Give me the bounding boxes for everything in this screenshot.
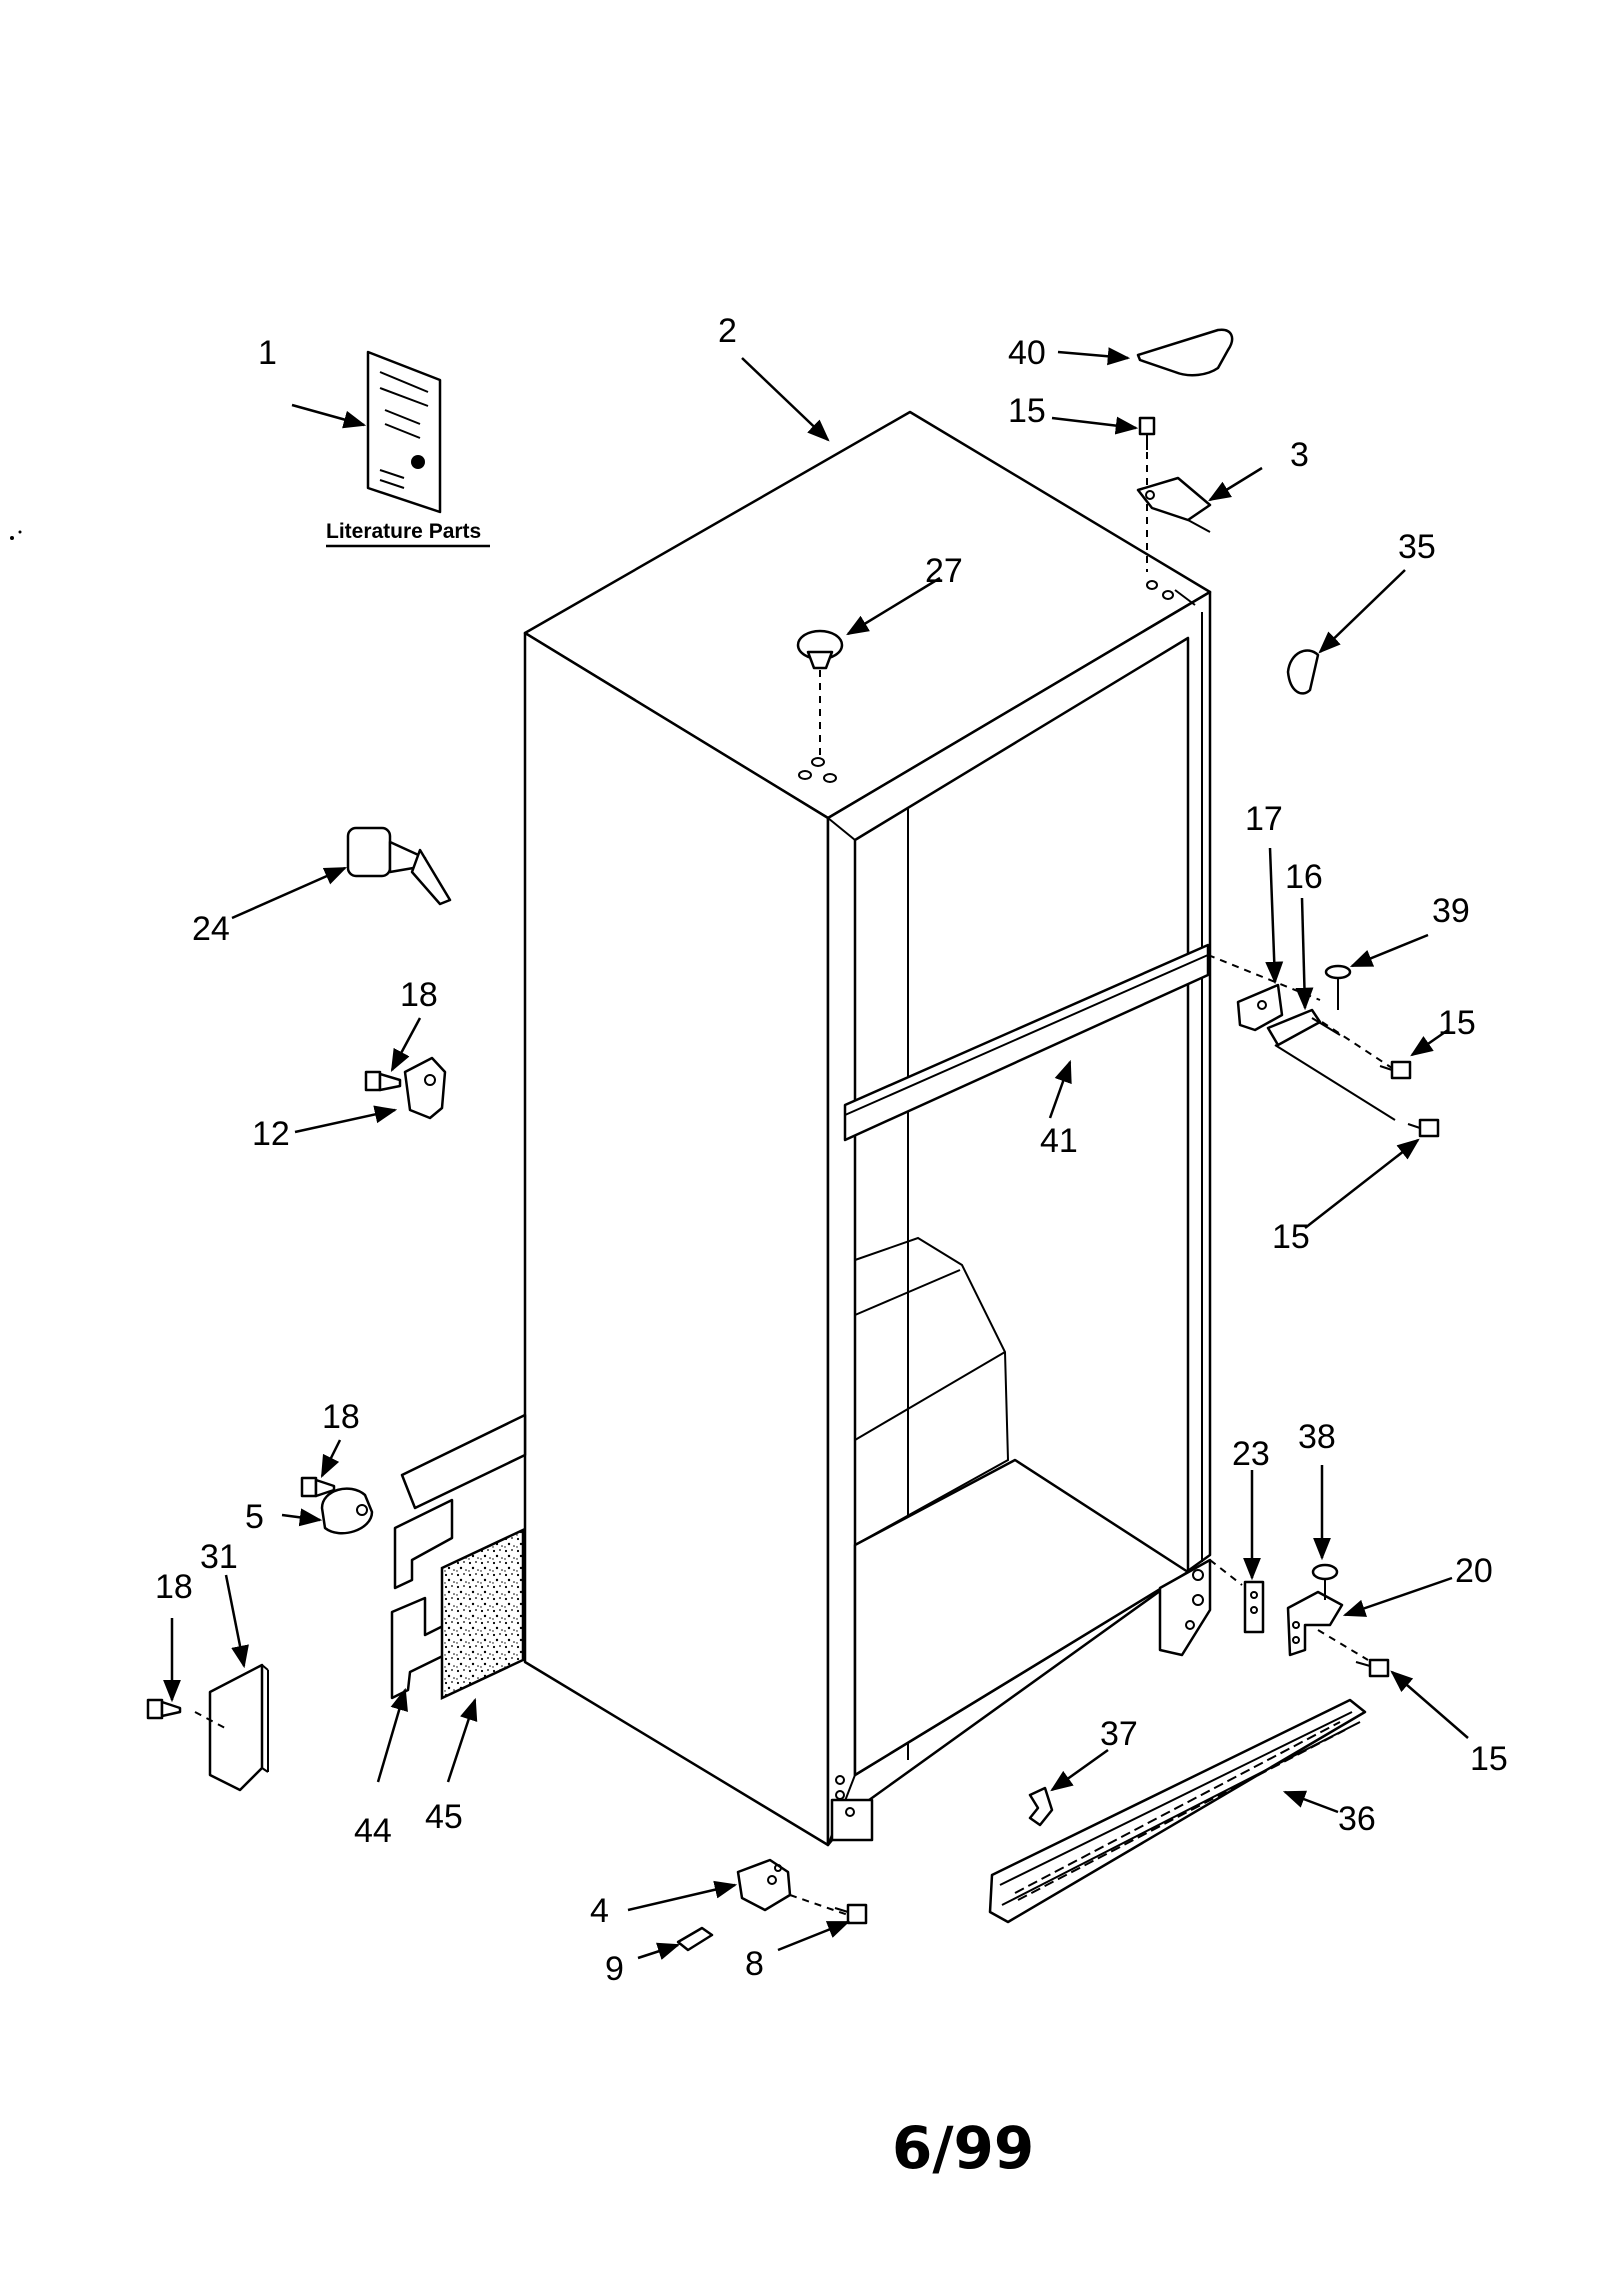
shim [1243,1580,1265,1634]
door-stop [346,826,452,906]
callout-15-upper-right: 15 [1438,1004,1476,1042]
callout-labels: 1 2 3 4 5 8 9 12 15 15 15 15 16 17 18 18… [155,312,1508,1988]
screw-upper-left [364,1070,402,1092]
callout-23: 23 [1232,1435,1270,1473]
callout-40: 40 [1008,334,1046,372]
callout-2: 2 [718,312,737,350]
bottom-hinge [1286,1580,1344,1657]
callout-15-top: 15 [1008,392,1046,430]
callout-9: 9 [605,1950,624,1988]
callout-39: 39 [1432,892,1470,930]
literature-booklet [366,350,442,514]
top-hinge [1136,476,1212,533]
screw-cover [146,1698,182,1720]
bolt [834,1903,868,1925]
callout-12: 12 [252,1115,290,1153]
callout-16: 16 [1285,858,1323,896]
callout-31: 31 [200,1538,238,1576]
hinge-bracket-left [403,1056,447,1120]
top-plug [796,629,844,755]
screw-right-2 [1407,1118,1440,1138]
callout-36: 36 [1338,1800,1376,1838]
screw-lower-right [1355,1658,1390,1678]
callout-41: 41 [1040,1122,1078,1160]
toe-grille [988,1698,1367,1924]
insulation-pad [440,1528,525,1700]
callout-4: 4 [590,1892,609,1930]
cabinet-hinge [1158,1558,1212,1657]
hinge-pin [1266,1008,1341,1047]
divider-bar [843,943,1210,1142]
washer-lower [1311,1563,1339,1581]
washer-upper [1324,964,1352,980]
top-cap [1136,328,1234,377]
lower-bracket [736,1858,792,1912]
callout-20: 20 [1455,1552,1493,1590]
cover-panel [194,1663,269,1792]
callout-37: 37 [1100,1715,1138,1753]
callout-44: 44 [354,1812,392,1850]
callout-5: 5 [245,1498,264,1536]
grille-clip [1028,1786,1054,1827]
leader-arrows [163,347,1469,1960]
callout-15-lower-right: 15 [1470,1740,1508,1778]
callout-35: 35 [1398,528,1436,566]
hinge-plate [1236,983,1284,1032]
callout-17: 17 [1245,800,1283,838]
cabinet [523,410,1212,1847]
top-hinge-screw [1138,416,1156,572]
pin-bolt [676,1926,714,1952]
callout-15-mid-right: 15 [1272,1218,1310,1256]
literature-caption: Literature Parts [326,520,481,543]
screw-right-1 [1379,1060,1412,1080]
callout-18-middle: 18 [322,1398,360,1436]
callout-24: 24 [192,910,230,948]
callout-1: 1 [258,334,277,372]
callout-18-lower: 18 [155,1568,193,1606]
callout-3: 3 [1290,436,1309,474]
callout-18-upper: 18 [400,976,438,1014]
cabinet-side [523,631,830,1847]
hinge-cover [1286,649,1320,695]
callout-27: 27 [925,552,963,590]
callout-38: 38 [1298,1418,1336,1456]
callout-45: 45 [425,1798,463,1836]
clamp [320,1487,374,1535]
page-number: 6/99 [892,2114,1034,2182]
callout-8: 8 [745,1945,764,1983]
